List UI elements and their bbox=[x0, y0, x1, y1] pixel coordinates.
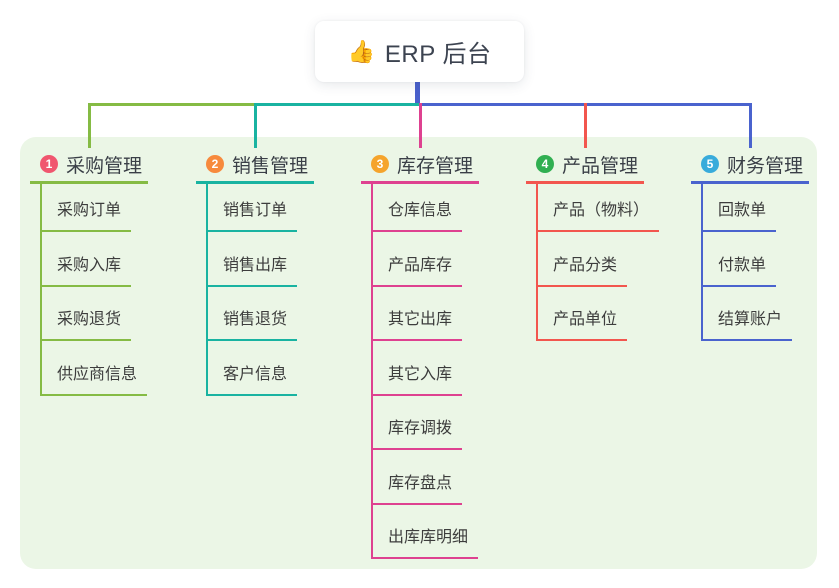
children-rail-line bbox=[40, 184, 42, 396]
child-topic[interactable]: 其它出库 bbox=[371, 309, 463, 341]
branch-topic-label: 库存管理 bbox=[397, 155, 474, 177]
child-topic[interactable]: 销售订单 bbox=[206, 200, 298, 232]
branch-topic-label: 产品管理 bbox=[562, 155, 639, 177]
branch-number-badge: 2 bbox=[206, 155, 224, 173]
root-topic[interactable]: 👍 ERP 后台 bbox=[315, 21, 524, 82]
child-topic[interactable]: 产品单位 bbox=[536, 309, 628, 341]
child-topic[interactable]: 库存调拨 bbox=[371, 418, 463, 450]
branch-topic[interactable]: 2 销售管理 bbox=[196, 147, 314, 184]
branch-topic[interactable]: 4 产品管理 bbox=[526, 147, 644, 184]
child-topic[interactable]: 结算账户 bbox=[701, 309, 793, 341]
child-topic[interactable]: 付款单 bbox=[701, 255, 777, 287]
branch-topic-label: 销售管理 bbox=[232, 155, 309, 177]
connector-line bbox=[87, 103, 254, 106]
children-rail-line bbox=[206, 184, 208, 396]
children-rail-line bbox=[371, 184, 373, 559]
child-topic[interactable]: 客户信息 bbox=[206, 364, 298, 396]
root-connector-line bbox=[415, 82, 420, 106]
branch-number-badge: 5 bbox=[701, 155, 719, 173]
branch-drop-line bbox=[87, 103, 91, 148]
branches-panel bbox=[20, 137, 817, 569]
child-topic[interactable]: 销售退货 bbox=[206, 309, 298, 341]
branch-number-badge: 3 bbox=[371, 155, 389, 173]
child-topic[interactable]: 采购入库 bbox=[40, 255, 132, 287]
branch-topic-label: 采购管理 bbox=[66, 155, 143, 177]
children-rail-line bbox=[536, 184, 538, 341]
branch-topic[interactable]: 1 采购管理 bbox=[30, 147, 148, 184]
child-topic[interactable]: 产品库存 bbox=[371, 255, 463, 287]
branch-topic-label: 财务管理 bbox=[727, 155, 804, 177]
branch-drop-line bbox=[748, 103, 752, 148]
branch-drop-line bbox=[418, 103, 422, 148]
child-topic[interactable]: 回款单 bbox=[701, 200, 777, 232]
child-topic[interactable]: 销售出库 bbox=[206, 255, 298, 287]
branch-number-badge: 1 bbox=[40, 155, 58, 173]
thumbs-up-icon: 👍 bbox=[347, 38, 375, 64]
branch-number-badge: 4 bbox=[536, 155, 554, 173]
child-topic[interactable]: 供应商信息 bbox=[40, 364, 148, 396]
root-topic-label: ERP 后台 bbox=[384, 41, 492, 68]
branch-topic[interactable]: 5 财务管理 bbox=[691, 147, 809, 184]
child-topic[interactable]: 其它入库 bbox=[371, 364, 463, 396]
child-topic[interactable]: 产品（物料） bbox=[536, 200, 660, 232]
child-topic[interactable]: 采购退货 bbox=[40, 309, 132, 341]
child-topic[interactable]: 库存盘点 bbox=[371, 473, 463, 505]
branch-drop-line bbox=[583, 103, 587, 148]
children-rail-line bbox=[701, 184, 703, 341]
connector-line bbox=[253, 103, 419, 106]
child-topic[interactable]: 采购订单 bbox=[40, 200, 132, 232]
branch-topic[interactable]: 3 库存管理 bbox=[361, 147, 479, 184]
branch-drop-line bbox=[253, 103, 257, 148]
child-topic[interactable]: 出库库明细 bbox=[371, 527, 479, 559]
child-topic[interactable]: 仓库信息 bbox=[371, 200, 463, 232]
child-topic[interactable]: 产品分类 bbox=[536, 255, 628, 287]
